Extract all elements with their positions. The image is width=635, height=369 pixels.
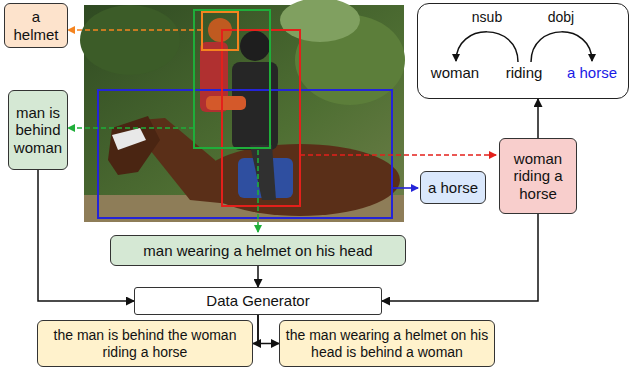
output-box: the man is behind the woman riding a hor… <box>37 320 253 367</box>
leader-line <box>257 150 259 232</box>
phrase-box: a horse <box>420 171 486 204</box>
dependency-label: dobj <box>548 9 574 25</box>
phrase-box: a helmet <box>4 3 68 48</box>
node-text: man wearing a helmet on his head <box>143 242 372 259</box>
node-text: Data Generator <box>206 292 309 309</box>
leader-line <box>68 29 202 31</box>
dependency-word: a horse <box>558 64 626 81</box>
label-holder: nsub <box>467 8 507 26</box>
output-box: the man wearing a helmet on his head is … <box>279 320 495 367</box>
node-text: the man wearing a helmet on his head is … <box>283 327 491 359</box>
node-text: the man is behind the woman riding a hor… <box>41 327 249 359</box>
dependency-arc <box>531 32 592 62</box>
dependency-arc <box>456 32 518 62</box>
dependency-word: woman <box>420 64 490 81</box>
tree-foliage <box>80 5 180 75</box>
bounding-box <box>194 10 270 148</box>
dependency-word: riding <box>494 64 554 81</box>
leader-line <box>68 127 194 129</box>
man-arm <box>206 96 246 110</box>
bounding-box <box>222 30 300 206</box>
horse-bridle <box>112 128 146 150</box>
connector <box>257 266 259 287</box>
tree-foliage <box>280 0 360 42</box>
leader-line <box>300 154 496 156</box>
label-holder: dobj <box>541 8 581 26</box>
phrase-box: man wearing a helmet on his head <box>110 235 406 266</box>
node-text: a helmet <box>8 8 64 43</box>
woman-helmet <box>240 31 270 61</box>
bounding-box <box>202 12 238 50</box>
connector <box>537 99 539 138</box>
dependency-box: womanridinga horse <box>417 3 629 99</box>
horse-head <box>108 116 160 175</box>
dependency-label: nsub <box>472 9 502 25</box>
relation-box: woman riding a horse <box>499 138 577 214</box>
leader-line <box>392 187 418 189</box>
process-box: Data Generator <box>134 287 382 315</box>
node-text: woman riding a horse <box>503 150 573 202</box>
bounding-box <box>98 90 392 218</box>
relation-box: man is behind woman <box>8 90 68 170</box>
node-text: man is behind woman <box>12 104 64 156</box>
node-text: a horse <box>428 179 478 196</box>
woman-leg <box>250 145 276 200</box>
connector <box>258 315 279 344</box>
